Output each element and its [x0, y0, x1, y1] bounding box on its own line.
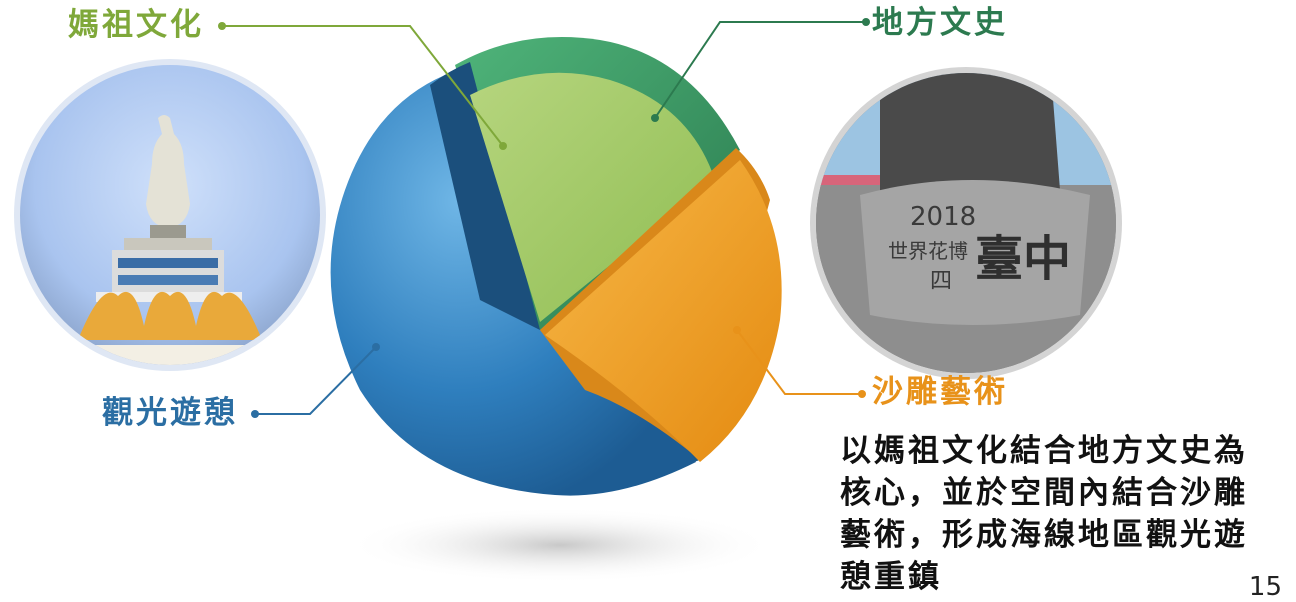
svg-text:四: 四	[930, 269, 952, 294]
svg-text:世界花博: 世界花博	[888, 239, 968, 263]
label-mazu-culture: 媽祖文化	[68, 7, 204, 43]
connector-local-history	[651, 18, 870, 122]
page-number: 15	[1248, 572, 1282, 602]
sphere-orange-sand-art	[545, 160, 782, 462]
sphere-shadow	[345, 507, 775, 583]
connector-mazu	[218, 22, 507, 150]
label-tourism: 觀光遊憩	[102, 395, 238, 431]
core-sphere	[330, 37, 782, 496]
description-text: 以媽祖文化結合地方文史為核心，並於空間內結合沙雕藝術，形成海線地區觀光遊憩重鎮	[840, 433, 1248, 595]
sand-sculpture-photo: 2018 世界花博 四 臺中	[810, 67, 1122, 379]
label-sand-art: 沙雕藝術	[872, 374, 1008, 410]
svg-text:2018: 2018	[910, 202, 976, 232]
connector-tourism	[251, 343, 380, 418]
connector-sand-art	[733, 326, 866, 398]
mazu-statue-photo	[14, 59, 326, 371]
svg-text:臺中: 臺中	[975, 231, 1071, 287]
sphere-inner-mazu	[470, 72, 715, 323]
label-local-history: 地方文史	[872, 5, 1008, 41]
